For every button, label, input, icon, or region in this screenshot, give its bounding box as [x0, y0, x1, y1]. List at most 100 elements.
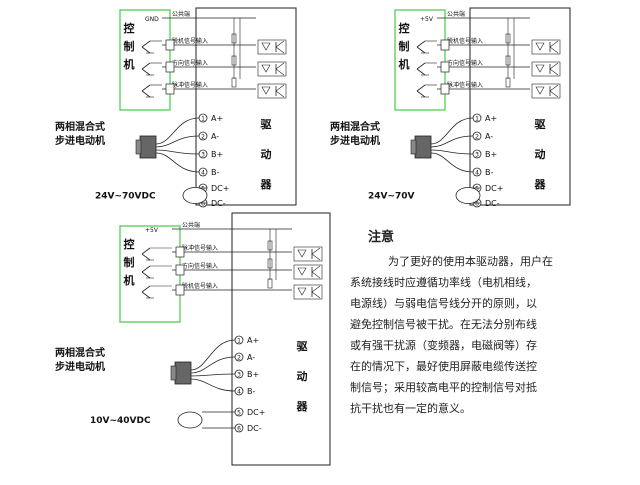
terminal-number: 5 — [201, 186, 205, 193]
terminal-number: 3 — [475, 152, 479, 159]
connector-block — [165, 61, 175, 73]
phototransistor-symbol — [549, 62, 559, 70]
terminal-label: DC+ — [485, 184, 503, 193]
optocoupler-symbol — [531, 39, 561, 55]
driver-label: 动 — [297, 369, 308, 383]
phototransistor-symbol — [549, 68, 559, 76]
phototransistor-symbol — [311, 247, 321, 255]
resistor-symbol — [267, 278, 273, 289]
signal-label: 脉冲信号输入 — [172, 81, 208, 89]
terminal-label: A+ — [211, 114, 223, 123]
terminal-number: 5 — [475, 186, 479, 193]
controller-label: 机 — [124, 273, 135, 287]
led-symbol — [261, 42, 271, 51]
controller-label: 制 — [124, 39, 135, 53]
phototransistor-symbol — [549, 46, 559, 54]
motor-wire — [430, 152, 474, 173]
resistor-symbol — [231, 77, 237, 88]
note-line: 在的情况下，最好使用屏蔽电缆传送控 — [350, 360, 537, 373]
transistor-symbol — [416, 68, 426, 76]
note-line: 为了更好的使用本驱动器，用户在 — [388, 255, 553, 268]
transistor-symbol — [141, 253, 151, 261]
supply-label: 24V~70VDC — [95, 192, 156, 202]
terminal-label: B+ — [485, 150, 497, 159]
transistor-symbol — [141, 285, 151, 293]
motor-body — [174, 361, 192, 385]
motor-body — [414, 135, 432, 159]
led-symbol — [261, 86, 271, 95]
terminal-number: 6 — [475, 201, 479, 208]
optocoupler-symbol — [257, 83, 287, 99]
transistor-symbol — [141, 84, 151, 92]
driver-label: 驱 — [535, 118, 546, 131]
motor-label: 步进电动机 — [55, 360, 105, 373]
driver-box — [469, 7, 571, 206]
signal-label: 脱机信号输入 — [447, 37, 483, 45]
signal-label: 脉冲信号输入 — [182, 244, 218, 252]
optocoupler-symbol — [293, 246, 323, 262]
terminal-label: B- — [247, 387, 255, 396]
signal-label: 脱机信号输入 — [172, 37, 208, 45]
controller-label: 控 — [124, 21, 135, 35]
driver-box — [195, 7, 297, 206]
terminal-label: DC- — [211, 199, 226, 208]
phototransistor-symbol — [311, 291, 321, 299]
controller-label: 机 — [399, 57, 410, 71]
note-panel: 注意 为了更好的使用本驱动器，用户在 系统接线时应遵循功率线（电机相线， 电源线… — [350, 226, 590, 419]
phototransistor-symbol — [311, 265, 321, 273]
transistor-symbol — [416, 90, 426, 98]
driver-label: 动 — [535, 147, 546, 161]
terminal-number: 4 — [475, 170, 479, 177]
optocoupler-symbol — [257, 61, 287, 77]
transistor-symbol — [416, 62, 426, 70]
motor-wire — [190, 378, 236, 392]
driver-label: 器 — [296, 400, 309, 413]
phototransistor-symbol — [275, 68, 285, 76]
motor-wire — [155, 152, 200, 173]
connector-block — [440, 61, 450, 73]
connector-block — [165, 83, 175, 95]
note-title: 注意 — [368, 230, 395, 245]
motor-wire — [190, 339, 236, 371]
transistor-symbol — [141, 68, 151, 76]
transistor-symbol — [141, 291, 151, 299]
motor-label: 两相混合式 — [330, 120, 380, 133]
supply-cable — [182, 187, 208, 204]
connector-block — [440, 39, 450, 51]
supply-cable — [455, 187, 481, 204]
signal-label: 方向信号输入 — [172, 59, 208, 67]
motor-wire — [430, 149, 474, 155]
terminal-number: 6 — [201, 201, 205, 208]
terminal-number: 1 — [201, 116, 205, 123]
connector-block — [165, 39, 175, 51]
controller-label: 制 — [124, 255, 135, 269]
terminal-number: 2 — [475, 134, 479, 141]
connector-block — [440, 83, 450, 95]
phototransistor-symbol — [275, 40, 285, 48]
signal-label: 公共端 — [182, 221, 200, 229]
motor-shaft — [410, 139, 417, 155]
controller-label: 制 — [399, 39, 410, 53]
motor-wire — [430, 135, 474, 148]
motor-label: 步进电动机 — [330, 134, 380, 147]
common-label: +5V — [145, 227, 159, 234]
driver-label: 驱 — [297, 340, 308, 353]
led-symbol — [535, 42, 545, 51]
optocoupler-symbol — [293, 264, 323, 280]
phototransistor-symbol — [275, 46, 285, 54]
signal-label: 公共端 — [172, 10, 190, 18]
motor-shaft — [170, 365, 177, 381]
terminal-label: A- — [211, 132, 219, 141]
transistor-symbol — [416, 46, 426, 54]
led-symbol — [535, 64, 545, 73]
connector-block — [175, 264, 185, 276]
motor-wire — [155, 117, 200, 145]
terminal-label: A+ — [247, 336, 259, 345]
motor-shaft — [135, 139, 142, 155]
terminal-number: 1 — [237, 338, 241, 345]
led-symbol — [297, 267, 307, 276]
motor-label: 两相混合式 — [55, 346, 105, 359]
connector-block — [175, 284, 185, 296]
